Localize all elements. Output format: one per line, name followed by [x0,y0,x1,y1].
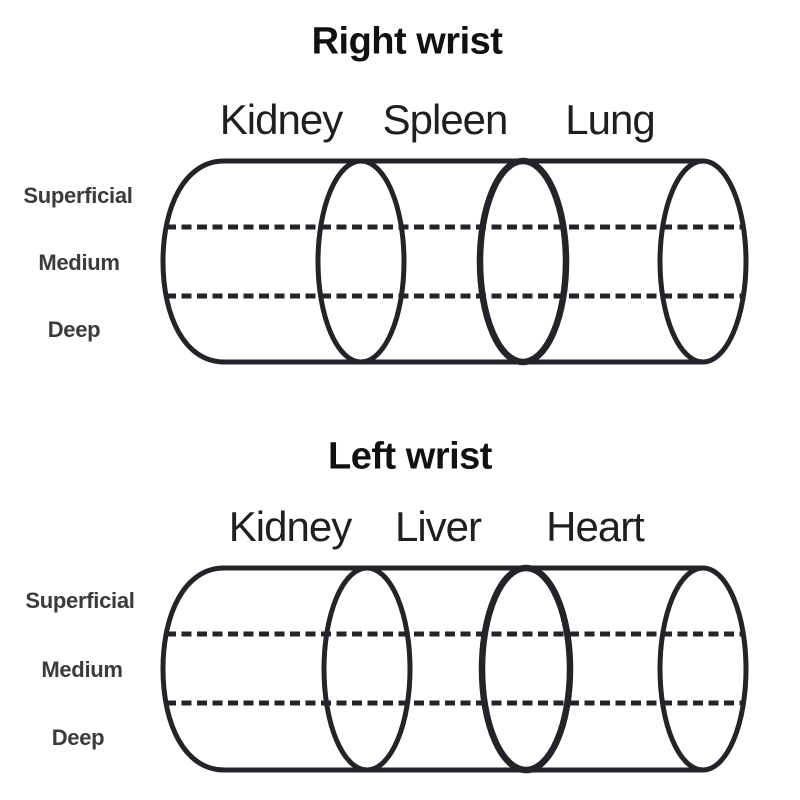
left-wrist-position-heart: Heart [546,503,645,550]
right-wrist-cylinder [160,157,749,366]
right-wrist-boundary-ellipse-spleen-lung [476,157,570,366]
left-wrist-depth-deep: Deep [51,725,105,750]
right-wrist-position-kidney: Kidney [219,96,343,143]
right-wrist-depth-medium: Medium [38,250,120,275]
left-wrist-cylinder-outline [160,565,704,773]
left-wrist-title: Left wrist [328,435,492,478]
right-wrist-title: Right wrist [311,20,503,63]
left-wrist-cylinder [160,564,749,774]
right-wrist-boundary-ellipse-kidney-spleen [315,158,407,365]
left-wrist-end-cap-ellipse [657,565,749,773]
right-wrist-position-spleen: Spleen [382,96,509,143]
right-wrist-depth-superficial: Superficial [23,183,133,208]
right-wrist-end-cap-ellipse [657,158,749,365]
right-wrist-cylinder-outline [160,158,704,365]
left-wrist-boundary-ellipse-kidney-liver [321,565,413,773]
right-wrist-depth-deep: Deep [47,317,101,342]
right-wrist-position-lung: Lung [565,96,655,143]
left-wrist-position-kidney: Kidney [228,503,352,550]
left-wrist-position-liver: Liver [394,503,482,550]
left-wrist-boundary-ellipse-liver-heart [478,564,574,774]
left-wrist-depth-superficial: Superficial [25,588,135,613]
left-wrist-depth-medium: Medium [41,657,123,682]
